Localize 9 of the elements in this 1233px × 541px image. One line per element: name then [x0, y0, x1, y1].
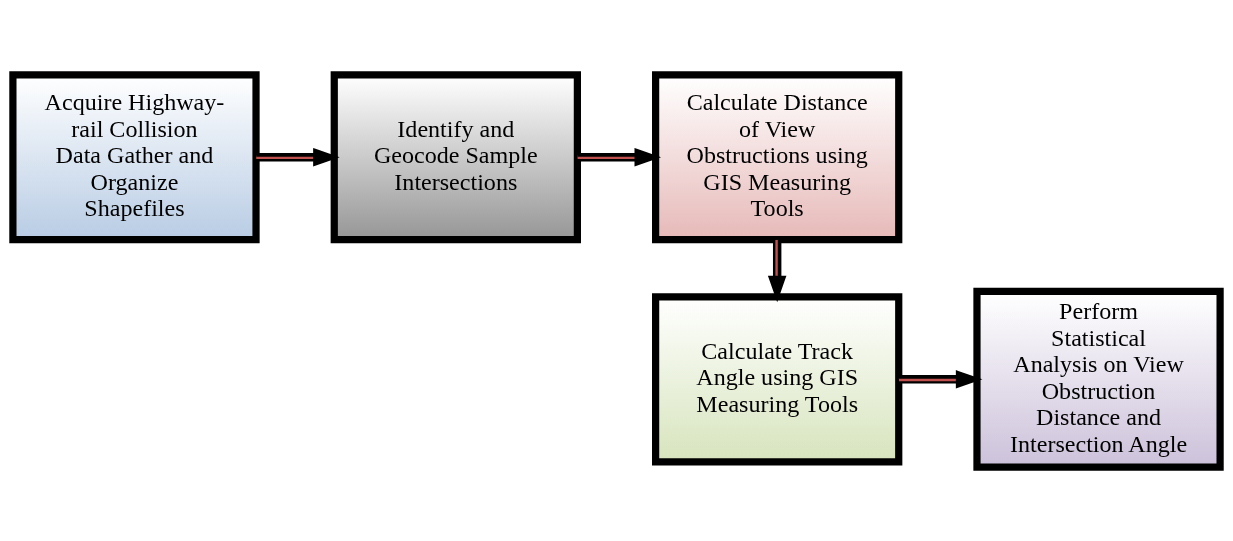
arrow: [898, 369, 983, 389]
node-box: Acquire Highway-rail Collision Data Gather and Organize Shapefiles: [9, 70, 260, 243]
node-box: Identify and Geocode Sample Intersections: [330, 70, 581, 243]
arrow: [256, 147, 340, 167]
node-box: Perform Statistical Analysis on View Obstruction Distance and Intersection Angle: [973, 287, 1224, 471]
arrow: [577, 147, 662, 167]
arrow: [767, 239, 787, 302]
node-box: Calculate Distance of View Obstructions using GIS Measuring Tools: [652, 70, 903, 243]
node-box: Calculate Track Angle using GIS Measuring Tools: [652, 292, 903, 465]
